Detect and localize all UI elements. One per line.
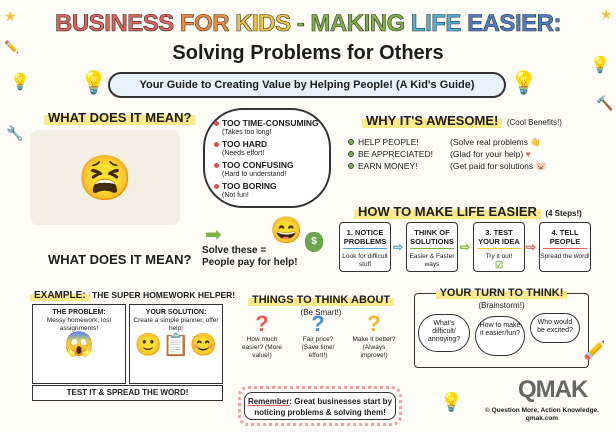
lightbulb-icon: 💡 [590,57,610,74]
wrench-icon: 🔧 [6,125,24,141]
thought-bubble: What's difficult/ annoying? [418,314,470,352]
star-icon: ★ [4,8,17,24]
piggy-bank-icon: 🐷 [535,161,547,171]
problems-thought-cloud: TOO TIME-CONSUMING(Takes too long! TOO H… [203,108,331,208]
title-word: EASIER: [467,10,562,38]
lightbulb-icon: 💡 [80,70,108,95]
title-word: - MAKING [296,10,411,38]
pencil-icon: ✏️ [4,40,19,54]
green-arrow-icon: ➡ [205,224,222,246]
problem-item: TOO TIME-CONSUMING(Takes too long! [214,118,323,138]
happy-kids-icon: 🙂📋😊 [134,332,218,357]
section-heading: THINGS TO THINK ABOUT(Be Smart!) [248,290,395,317]
benefit-item: HELP PEOPLE!(Solve real problems 👋 [348,136,546,148]
benefit-item: EARN MONEY!(Get paid for solutions 🐷 [348,160,546,172]
solution-panel: YOUR SOLUTION:Create a simple planner, o… [129,304,223,384]
think-item: ?How much easier? (More value!) [238,312,286,360]
section-heading: YOUR TURN TO THINK!(Brainstorm!) [414,283,589,310]
stressed-kid-illustration: 😫 [30,130,180,225]
title-word: BUSINESS [55,10,180,38]
poster-subtitle: Solving Problems for Others [172,42,444,64]
thought-bubble: How to make it easier/fun? [475,316,525,356]
arrow-right-icon: ⇨ [393,240,404,254]
checkbox-icon: ☑ [494,260,504,270]
star-icon: ★ [600,6,613,22]
poster-title: BUSINESS FOR KIDS - MAKING LIFE EASIER: [0,10,616,38]
example-heading: EXAMPLE: THE SUPER HOMEWORK HELPER! [30,290,235,301]
hammer-icon: 🔨 [596,95,614,111]
problem-item: TOO CONFUSING(Hard to understand! [214,160,323,180]
section-heading: HOW TO MAKE LIFE EASIER (4 Steps!) [354,203,582,221]
benefit-item: BE APPRECIATED!(Glad for your help) ♥ [348,148,546,160]
solve-note: Solve these =People pay for help! [202,245,298,268]
lightbulb-icon: 💡 [440,392,463,412]
lightbulb-icon: 💡 [10,74,30,91]
qmak-logo: QMAK [518,376,588,403]
problem-item: TOO HARD(Needs effort! [214,139,323,159]
benefits-list: HELP PEOPLE!(Solve real problems 👋 BE AP… [348,136,546,172]
pencil-icon: ✏️ [584,339,605,362]
example-footer: TEST IT & SPREAD THE WORD! [32,385,223,401]
section-heading: WHAT DOES IT MEAN? [44,110,196,125]
problem-panel: THE PROBLEM:Messy homework, lost assignm… [32,304,126,384]
think-item: ?Fair price? (Save time/ effort!) [294,312,342,360]
guide-banner: Your Guide to Creating Value by Helping … [108,72,506,98]
lightbulb-icon: 💡 [510,70,538,95]
thought-bubble: Who would be excited? [530,313,580,343]
happy-kid-illustration: 😄 [270,215,303,245]
heart-icon: ♥ [525,149,531,159]
question-mark-icon: ? [367,311,381,336]
title-word: FOR [179,10,236,38]
title-word: LIFE [410,10,468,38]
question-mark-icon: ? [311,311,325,336]
title-word: KIDS [235,10,297,38]
waving-hand-icon: 👋 [530,137,541,147]
arrow-right-icon: ⇨ [526,240,537,254]
remember-box: Remember: Great businesses start by noti… [238,386,402,426]
question-mark-icon: ? [255,311,269,336]
problem-item: TOO BORING(Not fun! [214,181,323,201]
meaning-caption: WHAT DOES IT MEAN? [48,252,192,267]
section-heading: WHY IT'S AWESOME! (Cool Benefits!) [362,112,562,130]
arrow-right-icon: ⇨ [460,240,471,254]
stressed-kid-icon: 😱 [64,331,94,358]
money-bag-icon: $ [305,232,323,252]
brand-footer: © Question More, Action Knowledge.qmak.c… [485,407,599,422]
think-item: ?Make it better? (Always improve!) [350,312,398,360]
